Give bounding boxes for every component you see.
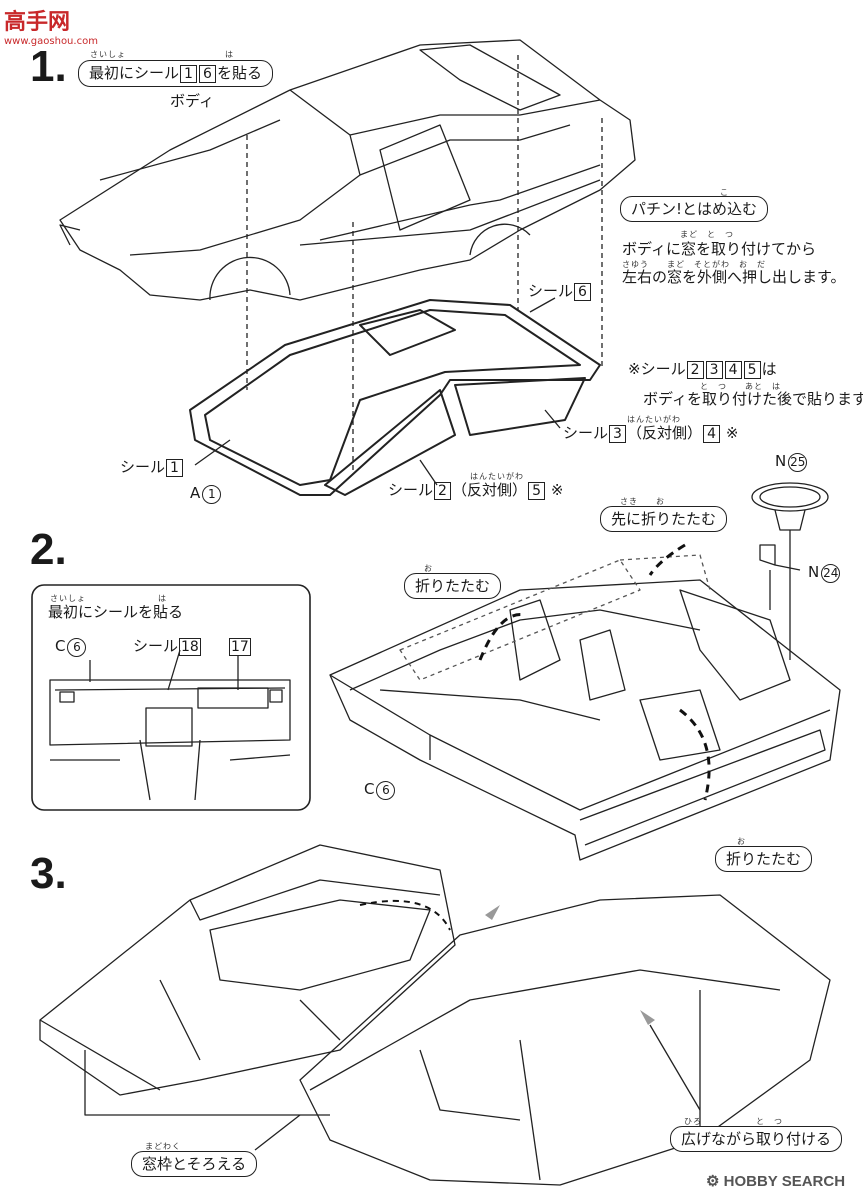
snap-ruby-2: さゆう まど そとがわ お だ: [622, 260, 766, 269]
label-part-n24-letter: N: [808, 563, 820, 581]
label-sticker-6-num: 6: [574, 283, 592, 301]
fold-ruby: お: [424, 564, 433, 573]
watermark-url: www.gaoshou.com: [4, 36, 98, 47]
step1-instruction-ruby: さいしょ は: [90, 50, 234, 59]
snap-ruby-1: まど と つ: [680, 230, 734, 239]
label-sticker-1-num: 1: [166, 459, 184, 477]
snap-title: パチン!とはめ込む: [620, 196, 769, 222]
inset-sticker-18-num: 18: [179, 638, 201, 656]
interior-tub-illustration: [329, 579, 841, 861]
step-number-1: 1.: [30, 42, 67, 91]
note-prefix: ※シール: [628, 360, 686, 378]
label-sticker-3-num: 3: [609, 425, 627, 443]
footer-brand-text: HOBBY SEARCH: [723, 1173, 846, 1190]
label-part-a: A: [190, 484, 201, 502]
note-suffix: は: [761, 360, 777, 378]
fold2-callout: 折りたたむ: [715, 846, 813, 872]
fold-first-ruby: さき お: [620, 497, 665, 506]
car-body-illustration: [59, 39, 636, 301]
inset-title: 最初にシールを貼る: [48, 603, 184, 621]
label-sticker-2-mark: ※: [550, 481, 564, 499]
note-num-5: 5: [743, 361, 761, 379]
label-sticker-2-opposite: （反対側）: [452, 481, 528, 499]
label-part-a-num: 1: [202, 485, 222, 504]
attach-callout: 広げながら取り付ける: [670, 1126, 843, 1152]
step-number-2: 2.: [30, 525, 67, 574]
label-opposite-ruby-3: はんたいがわ: [627, 415, 681, 424]
attach-ruby: ひろ と つ: [684, 1117, 783, 1126]
fold2-ruby: お: [737, 837, 746, 846]
inset-sticker-17-num: 17: [229, 638, 251, 656]
note-ruby: と つ あと は: [700, 382, 781, 391]
note-num-3: 3: [705, 361, 723, 379]
footer-brand: ⚙ HOBBY SEARCH: [706, 1172, 845, 1190]
body-shell-illustration: [299, 894, 831, 1186]
label-sticker-2-num: 2: [434, 482, 452, 500]
inset-part-letter: C: [55, 637, 66, 655]
label-sticker-5-num: 5: [528, 482, 546, 500]
label-sticker-3-mark: ※: [725, 424, 739, 442]
inset-title-ruby: さいしょ は: [50, 594, 167, 603]
label-sticker-6-text: シール: [528, 282, 574, 300]
label-sticker-3-opposite: （反対側）: [627, 424, 703, 442]
watermark-logo: 高手网 www.gaoshou.com: [4, 4, 98, 47]
dashboard-illustration: [49, 679, 291, 801]
label-part-n25-num: 25: [788, 453, 808, 472]
label-part-n24-num: 24: [821, 564, 841, 583]
footer-icon: ⚙: [706, 1173, 724, 1190]
snap-line-2: 左右の窓を外側へ押し出します。: [622, 268, 846, 286]
step1-instruction-prefix: 最初にシール: [89, 64, 180, 82]
snap-title-ruby: こ: [720, 188, 729, 197]
sticker-1-box: 1: [180, 65, 198, 83]
step1-instruction-suffix: を貼る: [217, 64, 263, 82]
label-sticker-3-text: シール: [563, 424, 609, 442]
snap-line-1: ボディに窓を取り付けてから: [622, 240, 816, 258]
label-body: ボディ: [170, 92, 214, 110]
interior-assembly-illustration: [39, 844, 456, 1096]
label-part-c-num: 6: [376, 781, 396, 800]
note-num-4: 4: [724, 361, 742, 379]
label-sticker-2-text: シール: [388, 481, 434, 499]
window-frame-illustration: [189, 299, 601, 496]
fold-first-callout: 先に折りたたむ: [600, 506, 728, 532]
align-ruby: まどわく: [145, 1142, 181, 1151]
step-number-3: 3.: [30, 849, 67, 898]
inset-sticker-text: シール: [133, 637, 179, 655]
note-line-2: ボディを取り付けた後で貼ります。: [643, 390, 863, 408]
inset-box: [31, 584, 311, 811]
align-callout: 窓枠とそろえる: [131, 1151, 258, 1177]
watermark-logo-text: 高手网: [4, 9, 71, 34]
steering-wheel-illustration: [751, 482, 829, 660]
inset-part-num: 6: [67, 638, 87, 657]
fold-callout: 折りたたむ: [404, 573, 502, 599]
label-sticker-4-num: 4: [703, 425, 721, 443]
label-part-c-letter: C: [364, 780, 375, 798]
inset-sticker-17: 17: [228, 637, 252, 656]
label-opposite-ruby-2: はんたいがわ: [470, 472, 524, 481]
label-part-n25-letter: N: [775, 452, 787, 470]
sticker-6-box: 6: [199, 65, 217, 83]
label-sticker-1-text: シール: [120, 458, 166, 476]
note-num-2: 2: [686, 361, 704, 379]
